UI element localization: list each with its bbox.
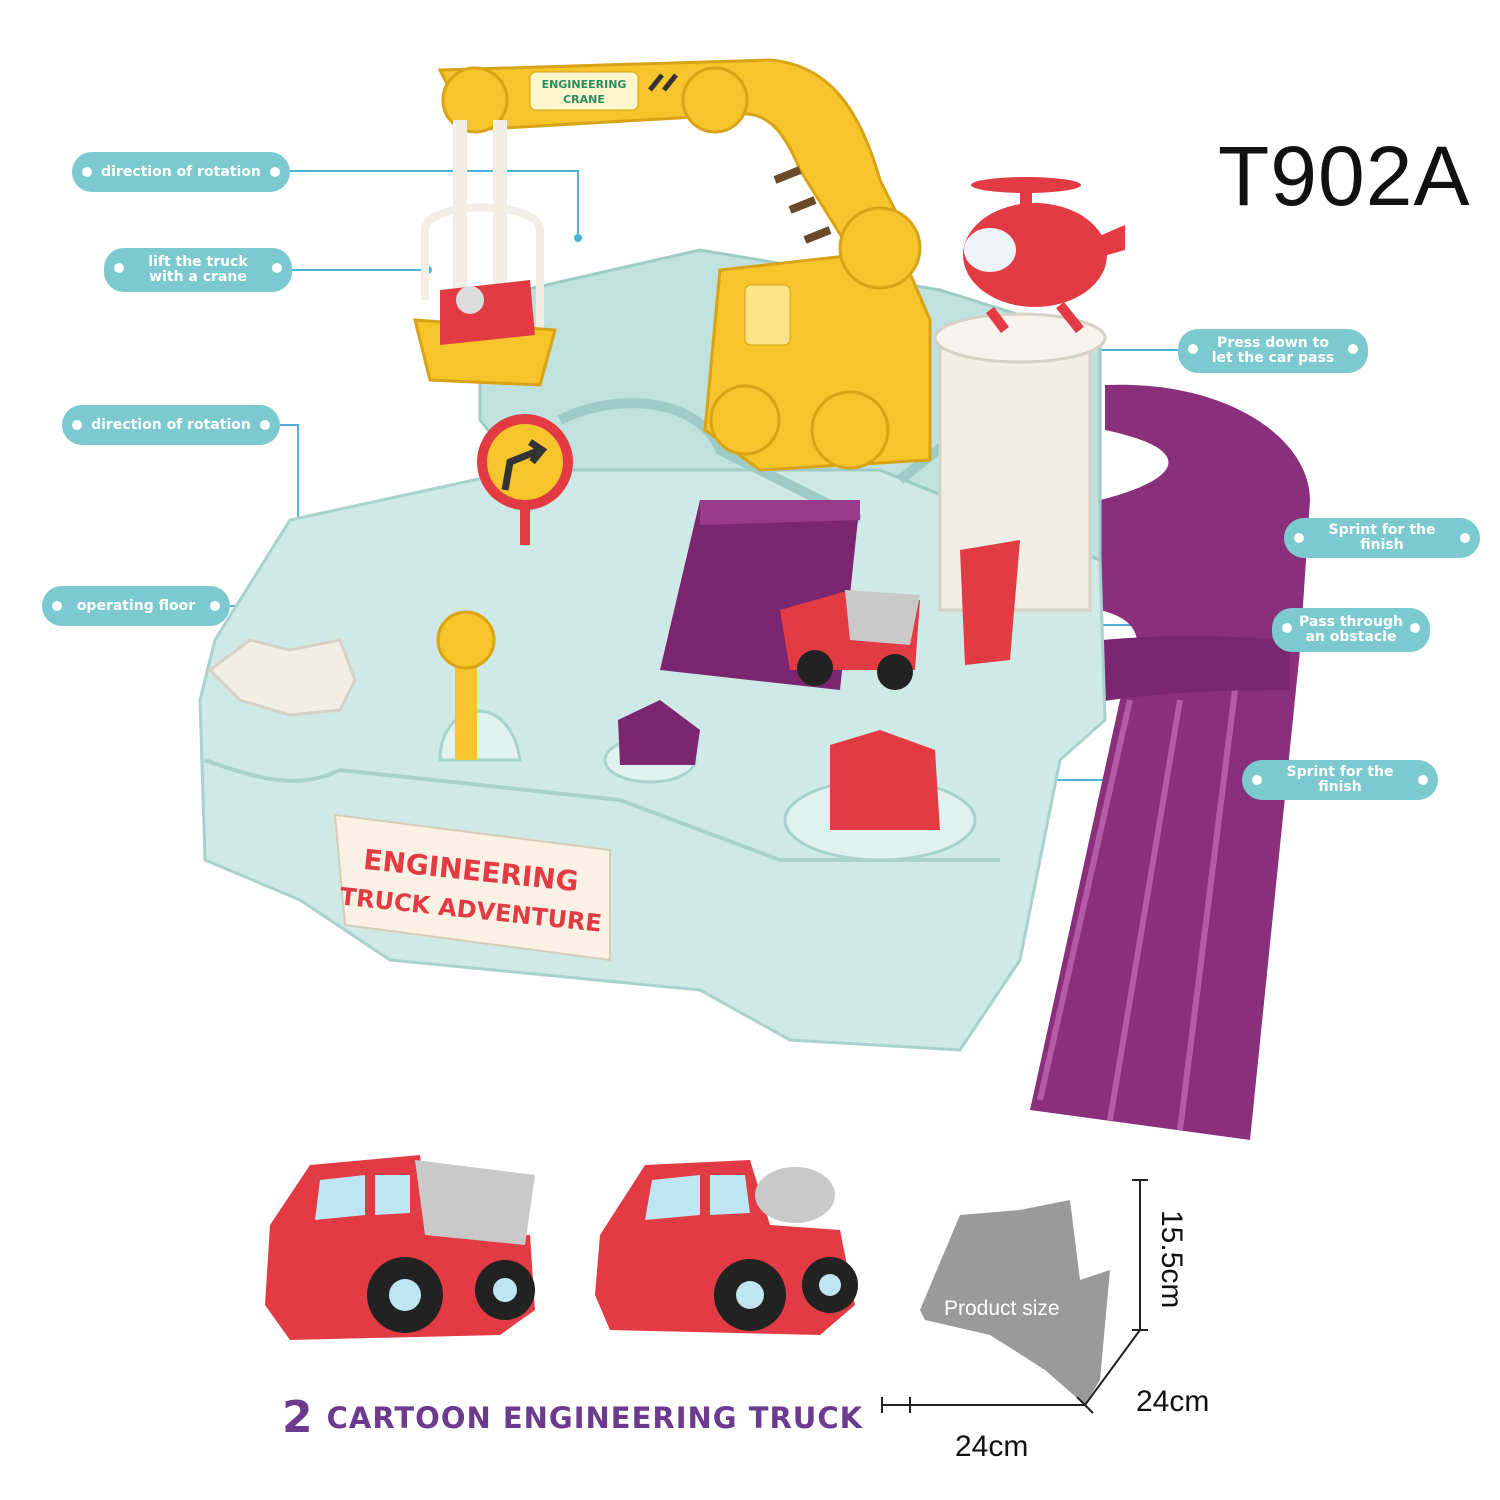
callout-pass-obstacle: Pass through an obstacle <box>1272 608 1430 652</box>
trucks-caption: 2 CARTOON ENGINEERING TRUCK <box>282 1392 863 1443</box>
callout-dot <box>1418 775 1428 785</box>
white-gear <box>207 638 357 717</box>
white-tower <box>933 312 1107 612</box>
road-sign <box>477 414 573 545</box>
callout-text: Sprint for the finish <box>1328 522 1436 553</box>
callout-operating-floor: operating floor <box>42 586 230 626</box>
callout-text: direction of rotation <box>101 163 261 180</box>
callout-dot <box>270 167 280 177</box>
callout-text: Pass through an obstacle <box>1298 614 1403 645</box>
dump-truck-on-track <box>780 590 920 690</box>
dimension-height: 15.5cm <box>1155 1210 1188 1309</box>
crane-lift-platform <box>413 120 557 387</box>
callout-direction-of-rotation-mid: direction of rotation <box>62 405 280 445</box>
callout-dot <box>210 601 220 611</box>
callout-dot <box>1252 775 1262 785</box>
caption-number: 2 <box>282 1392 313 1443</box>
callout-lift-truck: lift the truck with a crane <box>104 248 292 292</box>
callout-text: Press down to let the car pass <box>1211 335 1335 366</box>
dimension-depth: 24cm <box>1136 1385 1210 1418</box>
product-label-plate: ENGINEERING TRUCK ADVENTURE <box>333 813 611 962</box>
cartoon-trucks <box>265 1155 858 1340</box>
model-number: T902A <box>1218 129 1471 223</box>
callout-dot <box>1348 344 1358 354</box>
callout-dot <box>1460 533 1470 543</box>
callout-dot <box>82 167 92 177</box>
crane-label-line2: CRANE <box>563 93 605 106</box>
callout-text: operating floor <box>76 597 196 614</box>
helicopter-figure <box>963 177 1125 334</box>
callout-dot <box>72 420 82 430</box>
base-buttons <box>618 700 940 830</box>
callout-direction-of-rotation-top: direction of rotation <box>72 152 290 192</box>
callout-sprint-finish-top: Sprint for the finish <box>1284 518 1480 558</box>
callout-dot <box>272 263 282 273</box>
callout-dot <box>1188 344 1198 354</box>
callout-text: lift the truck with a crane <box>148 254 248 285</box>
joystick-control <box>436 610 522 762</box>
callout-press-down: Press down to let the car pass <box>1178 329 1368 373</box>
callout-dot <box>260 420 270 430</box>
product-size-label: Product size <box>944 1297 1060 1320</box>
callout-dot <box>52 601 62 611</box>
cement-truck-figure <box>595 1160 858 1335</box>
callout-dot <box>114 263 124 273</box>
dimension-width: 24cm <box>955 1430 1029 1463</box>
callout-text: direction of rotation <box>91 416 251 433</box>
callout-text: Sprint for the finish <box>1286 764 1394 795</box>
callout-dot <box>1282 623 1292 633</box>
crane-label-line1: ENGINEERING <box>542 78 627 91</box>
dump-truck-figure <box>265 1155 535 1340</box>
caption-text: CARTOON ENGINEERING TRUCK <box>326 1400 864 1435</box>
callout-dot <box>1294 533 1304 543</box>
red-obstacle <box>960 540 1020 665</box>
product-size-diagram <box>881 1179 1148 1414</box>
callout-dot <box>1410 623 1420 633</box>
callout-sprint-finish-bottom: Sprint for the finish <box>1242 760 1438 800</box>
yellow-crane: ENGINEERING CRANE <box>437 58 932 472</box>
